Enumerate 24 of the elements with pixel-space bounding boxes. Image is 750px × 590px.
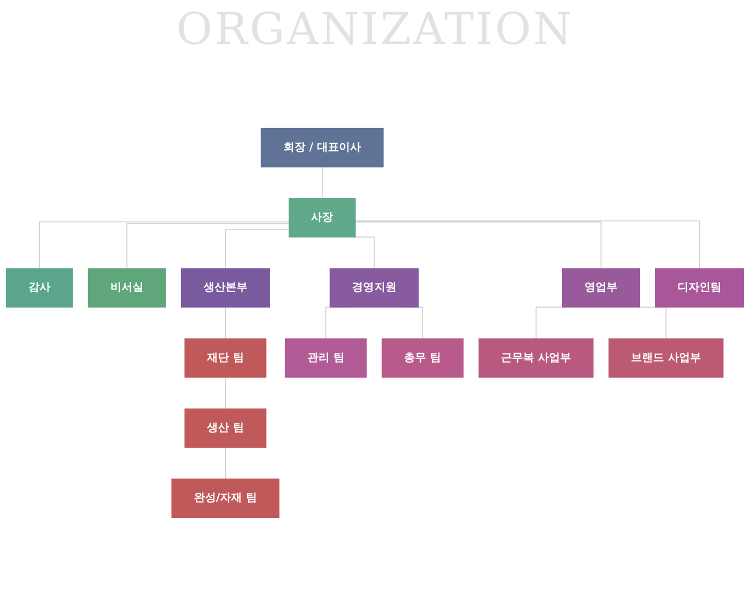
connector <box>354 221 602 269</box>
node-box: 사장 <box>288 198 356 237</box>
node-box: 회장 / 대표이사 <box>260 127 384 167</box>
node-box: 근무복 사업부 <box>478 338 594 378</box>
node-box: 영업부 <box>562 268 640 308</box>
node-box: 경영지원 <box>330 268 419 308</box>
node-box: 생산본부 <box>180 268 270 308</box>
node-box: 재단 팀 <box>184 338 266 378</box>
node-box: 완성/자재 팀 <box>171 478 280 518</box>
connector <box>354 220 700 269</box>
connector <box>225 376 226 409</box>
connector <box>126 222 290 269</box>
node-box: 총무 팀 <box>382 338 464 378</box>
node-box: 감사 <box>6 268 73 308</box>
node-box: 디자인팀 <box>655 268 744 308</box>
connector <box>39 221 290 269</box>
node-box: 브랜드 사업부 <box>608 338 724 378</box>
connector <box>225 446 226 479</box>
node-box: 관리 팀 <box>284 338 367 378</box>
node-box: 비서실 <box>88 268 166 308</box>
node-box: 생산 팀 <box>184 408 266 448</box>
connector <box>225 306 226 339</box>
connector <box>322 166 323 198</box>
connector <box>225 228 290 269</box>
